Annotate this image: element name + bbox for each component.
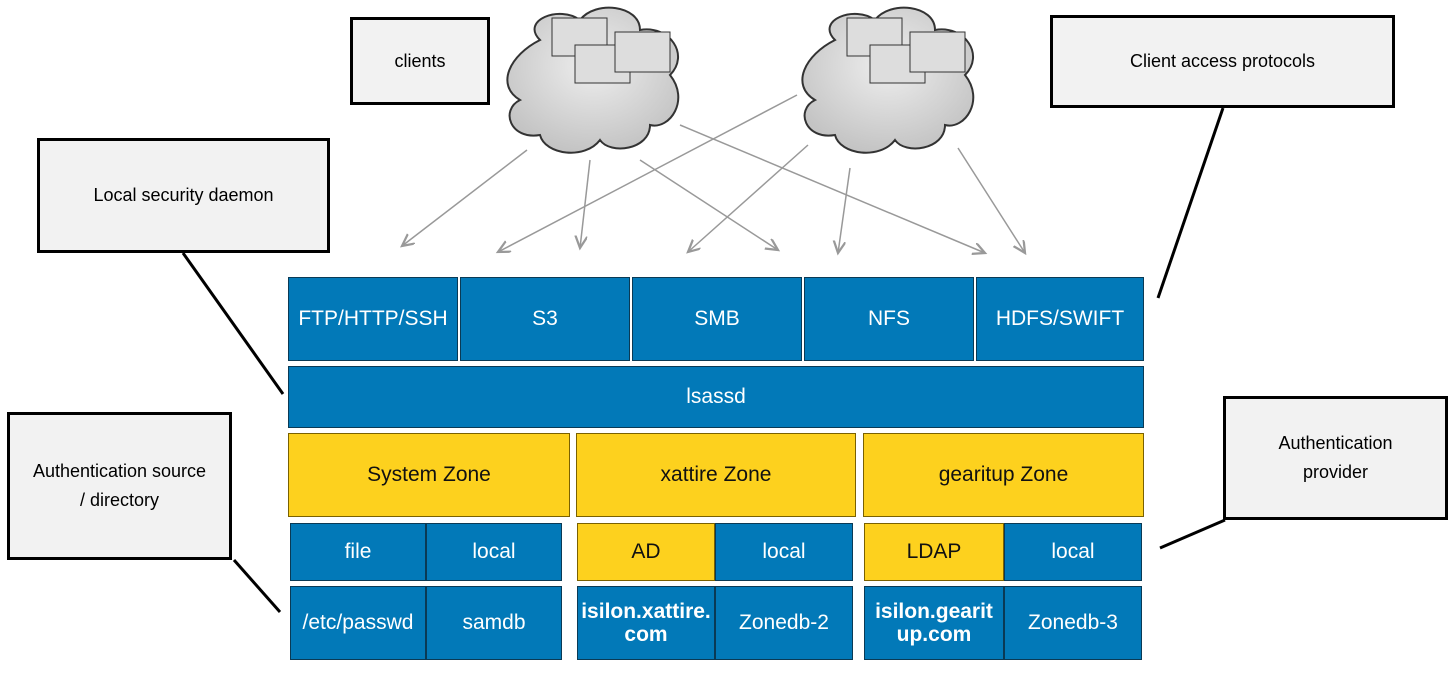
provider-ad: AD [577, 523, 715, 581]
provider-ldap: LDAP [864, 523, 1004, 581]
provider-file: file [290, 523, 426, 581]
provider-local-xattire: local [715, 523, 853, 581]
local-security-daemon-callout: Local security daemon [37, 138, 330, 253]
source-isilon-xattire: isilon.xattire. com [577, 586, 715, 660]
source-zonedb-2: Zonedb-2 [715, 586, 853, 660]
protocol-smb: SMB [632, 277, 802, 361]
protocol-s3: S3 [460, 277, 630, 361]
clients-callout: clients [350, 17, 490, 105]
cloud-right-icon [801, 6, 975, 154]
provider-local-gearitup: local [1004, 523, 1142, 581]
zone-gearitup: gearitup Zone [863, 433, 1144, 517]
authentication-source-callout: Authentication source / directory [7, 412, 232, 560]
provider-local-system: local [426, 523, 562, 581]
source-samdb: samdb [426, 586, 562, 660]
client-access-protocols-callout: Client access protocols [1050, 15, 1395, 108]
protocol-nfs: NFS [804, 277, 974, 361]
lsassd-daemon: lsassd [288, 366, 1144, 428]
source-isilon-gearitup: isilon.gearit up.com [864, 586, 1004, 660]
cloud-left-icon [506, 6, 680, 154]
protocol-ftp-http-ssh: FTP/HTTP/SSH [288, 277, 458, 361]
zone-xattire: xattire Zone [576, 433, 856, 517]
source-zonedb-3: Zonedb-3 [1004, 586, 1142, 660]
authentication-provider-callout: Authentication provider [1223, 396, 1448, 520]
protocol-hdfs-swift: HDFS/SWIFT [976, 277, 1144, 361]
zone-system: System Zone [288, 433, 570, 517]
source-etc-passwd: /etc/passwd [290, 586, 426, 660]
